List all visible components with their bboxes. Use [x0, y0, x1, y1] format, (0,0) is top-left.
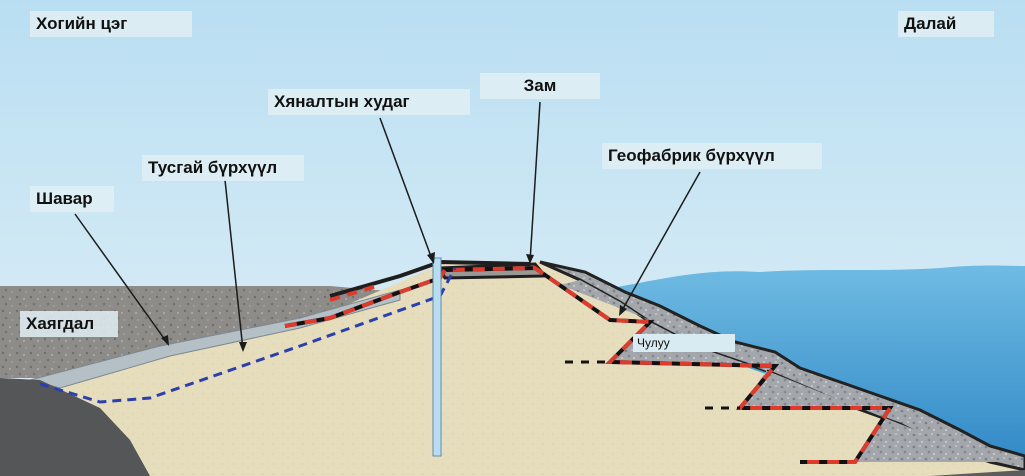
label-pointers — [74, 101, 701, 351]
pointer-road — [529, 101, 541, 263]
pointer-monitoring-well — [379, 117, 434, 263]
clay-layer — [28, 289, 401, 389]
sea-label: Далай — [898, 11, 994, 37]
pointer-arrowheads — [161, 252, 627, 352]
crest-line — [329, 259, 531, 298]
geofabric-liner-label: Геофабрик бүрхүүл — [602, 143, 822, 169]
waste-label: Хаягдал — [20, 311, 118, 337]
special-liner-label: Тусгай бүрхүүл — [142, 155, 304, 181]
road-label: Зам — [480, 73, 600, 99]
monitoring-well-pipe — [432, 257, 442, 457]
geofabric-liner — [284, 265, 894, 464]
bedrock — [0, 378, 150, 476]
tailings-pond-label: Хогийн цэг — [30, 11, 192, 37]
pointer-special-liner — [224, 179, 244, 351]
monitoring-well-label: Хяналтын худаг — [268, 89, 470, 115]
rock-label: Чулуу — [633, 334, 735, 352]
pointer-geofabric — [619, 171, 701, 315]
clay-label: Шавар — [30, 186, 114, 212]
rock-core — [560, 280, 1000, 462]
special-liner — [39, 267, 457, 404]
bedrock-right — [930, 470, 1025, 476]
waste-gravel — [0, 286, 400, 378]
embankment-fill — [30, 262, 1025, 476]
pointer-clay — [74, 213, 169, 345]
